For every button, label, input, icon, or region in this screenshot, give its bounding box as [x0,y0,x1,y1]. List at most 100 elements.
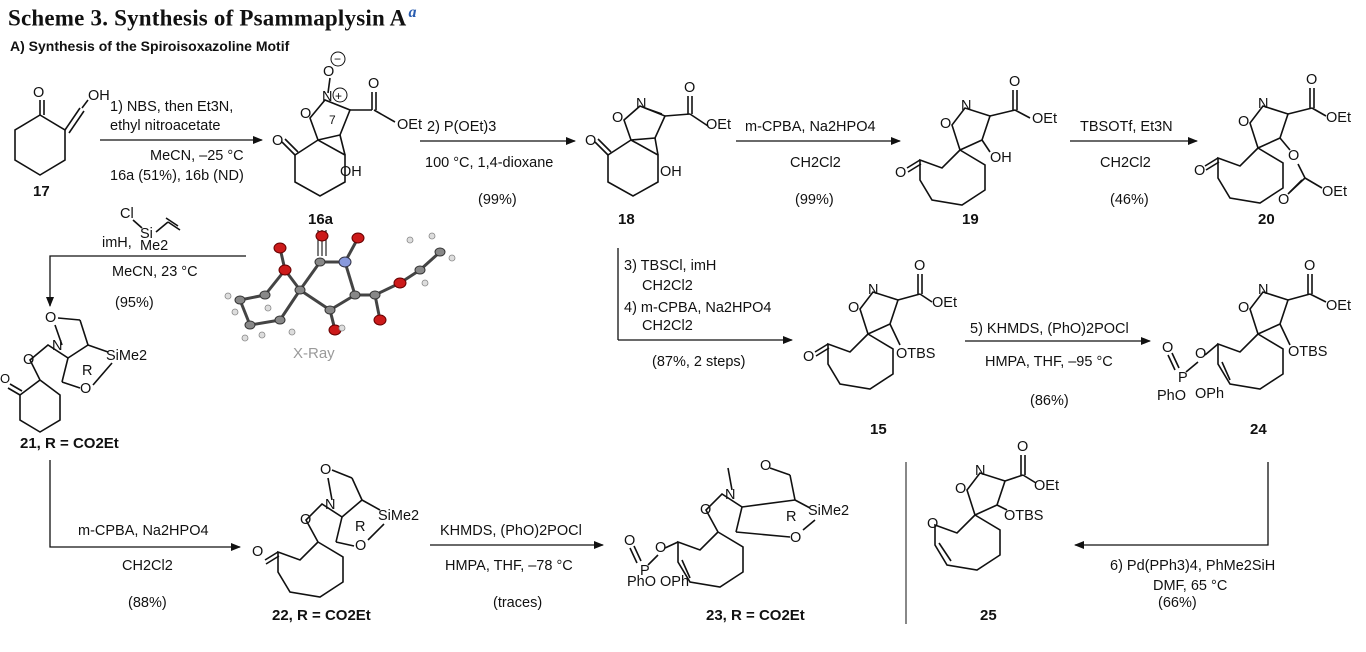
svg-text:3) TBSCl, imH: 3) TBSCl, imH [624,258,716,274]
svg-text:OH: OH [990,150,1012,166]
svg-text:O: O [927,516,938,532]
svg-text:m-CPBA, Na2HPO4: m-CPBA, Na2HPO4 [78,523,209,539]
svg-text:HMPA, THF, –95 °C: HMPA, THF, –95 °C [985,354,1113,370]
svg-text:−: − [334,52,341,66]
svg-text:O: O [955,481,966,497]
svg-text:O: O [1195,346,1206,362]
svg-text:imH,: imH, [102,235,132,251]
svg-text:SiMe2: SiMe2 [808,503,849,519]
label-19: 19 [962,211,979,228]
svg-text:O: O [760,458,771,474]
svg-text:O: O [940,116,951,132]
svg-text:O: O [300,512,311,528]
svg-text:OTBS: OTBS [896,346,935,362]
svg-text:N: N [636,96,646,112]
svg-text:O: O [1306,72,1317,88]
svg-text:P: P [1178,370,1188,386]
svg-text:N: N [961,98,971,114]
svg-text:OPh: OPh [1195,386,1224,402]
svg-text:N: N [52,338,62,354]
svg-text:TBSOTf, Et3N: TBSOTf, Et3N [1080,119,1173,135]
svg-text:R: R [786,509,796,525]
svg-text:O: O [1009,74,1020,90]
svg-text:CH2Cl2: CH2Cl2 [642,318,693,334]
step-4: TBSOTf, Et3N CH2Cl2 (46%) [1070,119,1198,208]
svg-text:100 °C, 1,4-dioxane: 100 °C, 1,4-dioxane [425,155,553,171]
svg-text:CH2Cl2: CH2Cl2 [1100,155,1151,171]
svg-text:(66%): (66%) [1158,595,1197,611]
svg-text:Si: Si [140,226,153,242]
step-8: m-CPBA, Na2HPO4 CH2Cl2 (88%) [49,460,241,611]
svg-text:SiMe2: SiMe2 [378,508,419,524]
svg-text:DMF, 65 °C: DMF, 65 °C [1153,578,1227,594]
svg-text:OEt: OEt [1032,111,1057,127]
svg-text:O: O [1238,114,1249,130]
svg-text:OPh: OPh [660,574,689,590]
svg-text:O: O [252,544,263,560]
xray-structure: X-Ray [224,230,456,362]
svg-text:PhO: PhO [627,574,656,590]
svg-text:CH2Cl2: CH2Cl2 [790,155,841,171]
step-9: KHMDS, (PhO)2POCl HMPA, THF, –78 °C (tra… [430,523,604,611]
svg-text:OEt: OEt [397,117,422,133]
svg-text:O: O [895,165,906,181]
svg-text:R: R [355,519,365,535]
svg-text:Cl: Cl [120,206,134,222]
compound-18: O O N O OEt OH 18 [585,80,731,228]
label-15: 15 [870,421,887,438]
svg-text:1) NBS, then Et3N,: 1) NBS, then Et3N, [110,99,233,115]
label-16a: 16a [308,211,334,228]
label-17: 17 [33,183,50,200]
svg-text:N: N [1258,96,1268,112]
svg-text:(99%): (99%) [795,192,834,208]
svg-text:ethyl nitroacetate: ethyl nitroacetate [110,118,220,134]
svg-text:4) m-CPBA, Na2HPO4: 4) m-CPBA, Na2HPO4 [624,300,771,316]
section-heading: A) Synthesis of the Spiroisoxazoline Mot… [10,38,290,54]
svg-text:O: O [45,310,56,326]
svg-text:O: O [1288,148,1299,164]
svg-text:OTBS: OTBS [1004,508,1043,524]
svg-text:O: O [803,349,814,365]
svg-text:m-CPBA, Na2HPO4: m-CPBA, Na2HPO4 [745,119,876,135]
step-6: 3) TBSCl, imH CH2Cl2 4) m-CPBA, Na2HPO4 … [617,248,793,370]
svg-text:O: O [23,352,34,368]
svg-text:N: N [1258,282,1268,298]
svg-text:OH: OH [88,88,110,104]
svg-text:CH2Cl2: CH2Cl2 [642,278,693,294]
svg-text:(99%): (99%) [478,192,517,208]
svg-text:O: O [700,502,711,518]
svg-text:O: O [684,80,695,96]
svg-text:O: O [914,258,925,274]
svg-text:O: O [585,133,596,149]
compound-17: O OH 17 [14,85,110,200]
svg-text:CH2Cl2: CH2Cl2 [122,558,173,574]
compound-22: O O N O SiMe2 O R 22, R = CO2Et [252,462,419,624]
svg-text:O: O [368,76,379,92]
label-20: 20 [1258,211,1275,228]
svg-text:N: N [975,463,985,479]
svg-text:OEt: OEt [932,295,957,311]
svg-text:R: R [82,363,92,379]
svg-text:N: N [325,497,335,513]
svg-text:O: O [1162,340,1173,356]
svg-text:O: O [300,106,311,122]
svg-text:O: O [1194,163,1205,179]
compound-19: O O N O OEt OH 19 [895,74,1057,228]
svg-text:SiMe2: SiMe2 [106,348,147,364]
svg-text:O: O [33,85,44,101]
svg-text:O: O [624,533,635,549]
compound-21: O O N O SiMe2 O R 21, R = CO2Et [0,310,147,452]
svg-text:(88%): (88%) [128,595,167,611]
svg-text:N: N [725,487,735,503]
compound-25: O O N O OEt OTBS 25 [927,439,1059,624]
compound-24: O P O PhO OPh O N O OEt OTBS 24 [1157,258,1351,438]
step-5: Cl Si imH, Me2 MeCN, 23 °C (95%) [46,206,246,311]
svg-text:O: O [0,371,10,386]
svg-text:OEt: OEt [1034,478,1059,494]
label-21: 21, R = CO2Et [20,435,119,452]
svg-text:Me2: Me2 [140,238,168,254]
svg-text:P: P [640,563,650,579]
svg-text:O: O [1304,258,1315,274]
